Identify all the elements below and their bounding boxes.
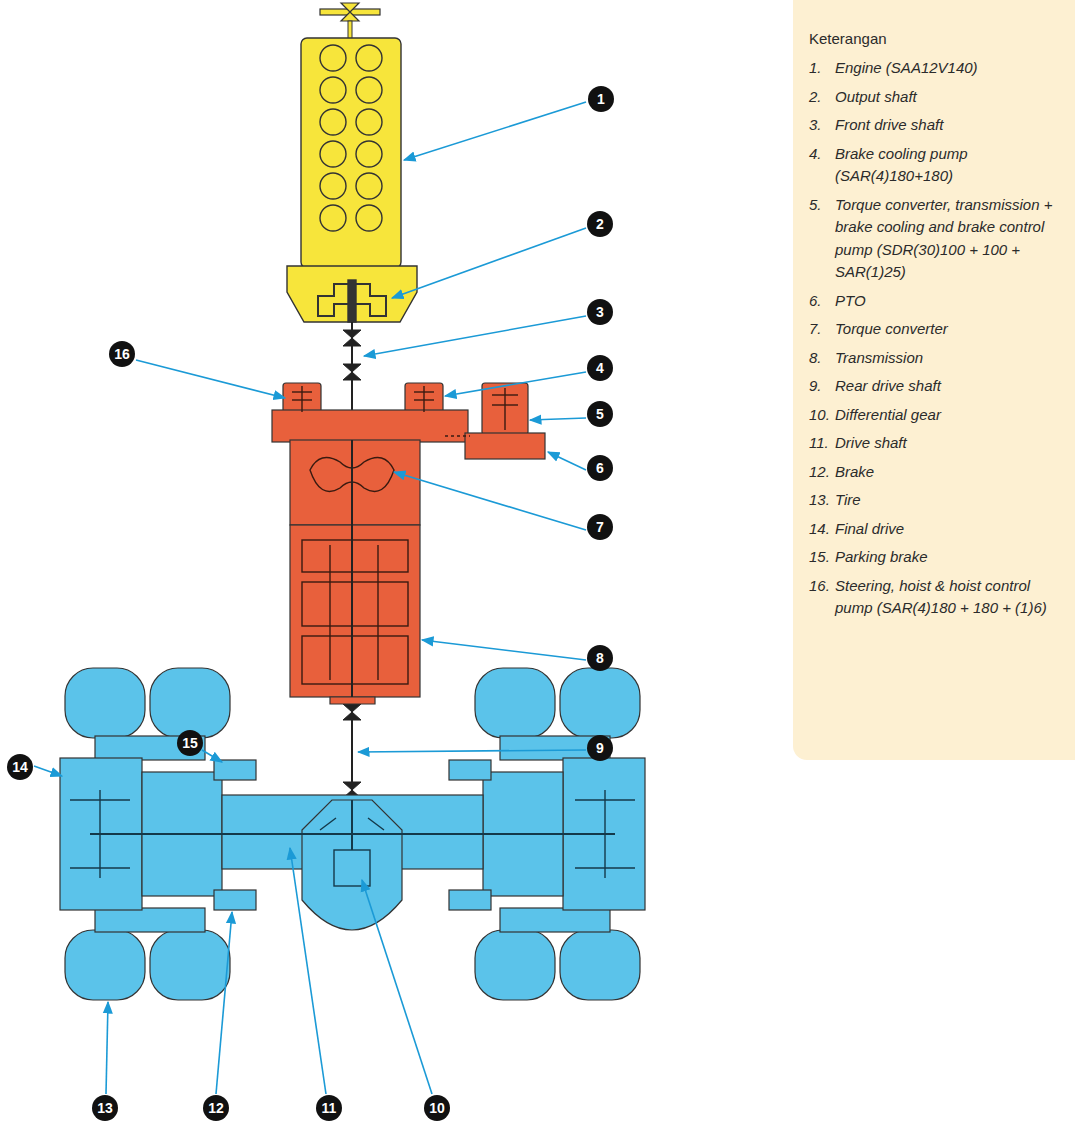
callout-number: 15	[177, 730, 203, 756]
item-text: Engine (SAA12V140)	[835, 57, 1061, 80]
legend-row: 8.Transmission	[809, 347, 1061, 370]
legend-row: 11.Drive shaft	[809, 432, 1061, 455]
engine	[287, 38, 417, 322]
callout-label: 1	[597, 92, 605, 106]
item-number: 13.	[809, 489, 835, 512]
item-text: Drive shaft	[835, 432, 1061, 455]
legend-row: 12.Brake	[809, 461, 1061, 484]
item-text: Torque converter, transmission + brake c…	[835, 194, 1061, 284]
item-number: 11.	[809, 432, 835, 455]
callout-label: 4	[596, 361, 604, 375]
callout-label: 2	[596, 217, 604, 231]
item-number: 6.	[809, 290, 835, 313]
callout-number: 7	[587, 514, 613, 540]
callout-label: 5	[596, 407, 604, 421]
item-number: 7.	[809, 318, 835, 341]
callout-number: 9	[587, 735, 613, 761]
legend-row: 9.Rear drive shaft	[809, 375, 1061, 398]
legend-row: 7.Torque converter	[809, 318, 1061, 341]
callout-label: 15	[182, 736, 198, 750]
item-text: Brake cooling pump (SAR(4)180+180)	[835, 143, 1061, 188]
callout-label: 12	[208, 1101, 224, 1115]
legend-row: 14.Final drive	[809, 518, 1061, 541]
callout-number: 2	[587, 211, 613, 237]
item-number: 3.	[809, 114, 835, 137]
item-text: Final drive	[835, 518, 1061, 541]
item-text: Output shaft	[835, 86, 1061, 109]
item-number: 9.	[809, 375, 835, 398]
callout-label: 8	[596, 651, 604, 665]
item-number: 1.	[809, 57, 835, 80]
item-text: Parking brake	[835, 546, 1061, 569]
callout-label: 13	[97, 1101, 113, 1115]
legend-row: 2.Output shaft	[809, 86, 1061, 109]
engine-fan	[320, 3, 380, 39]
transmission-group	[272, 383, 545, 704]
callout-label: 6	[596, 461, 604, 475]
callout-label: 3	[596, 305, 604, 319]
callout-number: 11	[316, 1095, 342, 1121]
legend-row: 10.Differential gear	[809, 404, 1061, 427]
item-number: 4.	[809, 143, 835, 188]
callout-number: 3	[587, 299, 613, 325]
item-text: Front drive shaft	[835, 114, 1061, 137]
callout-label: 14	[12, 760, 28, 774]
item-text: Transmission	[835, 347, 1061, 370]
legend-row: 15.Parking brake	[809, 546, 1061, 569]
callout-number: 16	[109, 341, 135, 367]
callout-number: 12	[203, 1095, 229, 1121]
callout-number: 1	[588, 86, 614, 112]
legend-row: 13.Tire	[809, 489, 1061, 512]
item-number: 5.	[809, 194, 835, 284]
callout-number: 6	[587, 455, 613, 481]
callout-number: 13	[92, 1095, 118, 1121]
item-number: 14.	[809, 518, 835, 541]
item-text: Torque converter	[835, 318, 1061, 341]
callout-number: 14	[7, 754, 33, 780]
item-text: Steering, hoist & hoist control pump (SA…	[835, 575, 1061, 620]
legend-row: 1.Engine (SAA12V140)	[809, 57, 1061, 80]
item-number: 2.	[809, 86, 835, 109]
panel-heading: Keterangan	[809, 30, 1061, 47]
callout-label: 7	[596, 520, 604, 534]
item-number: 12.	[809, 461, 835, 484]
leader-lines	[34, 102, 586, 1094]
legend-row: 16.Steering, hoist & hoist control pump …	[809, 575, 1061, 620]
item-text: Differential gear	[835, 404, 1061, 427]
callout-number: 10	[424, 1095, 450, 1121]
legend-row: 5.Torque converter, transmission + brake…	[809, 194, 1061, 284]
item-number: 16.	[809, 575, 835, 620]
callout-number: 8	[587, 645, 613, 671]
callout-number: 5	[587, 401, 613, 427]
legend-row: 3.Front drive shaft	[809, 114, 1061, 137]
item-text: PTO	[835, 290, 1061, 313]
callout-number: 4	[587, 355, 613, 381]
legend-row: 6.PTO	[809, 290, 1061, 313]
item-text: Tire	[835, 489, 1061, 512]
legend-panel: Keterangan1.Engine (SAA12V140)2.Output s…	[793, 0, 1075, 760]
item-text: Rear drive shaft	[835, 375, 1061, 398]
legend-row: 4.Brake cooling pump (SAR(4)180+180)	[809, 143, 1061, 188]
callout-label: 9	[596, 741, 604, 755]
item-number: 8.	[809, 347, 835, 370]
item-text: Brake	[835, 461, 1061, 484]
item-number: 10.	[809, 404, 835, 427]
rear-axle	[60, 668, 645, 1000]
callout-label: 16	[114, 347, 130, 361]
callout-label: 11	[322, 1101, 337, 1115]
callout-label: 10	[429, 1101, 445, 1115]
item-number: 15.	[809, 546, 835, 569]
